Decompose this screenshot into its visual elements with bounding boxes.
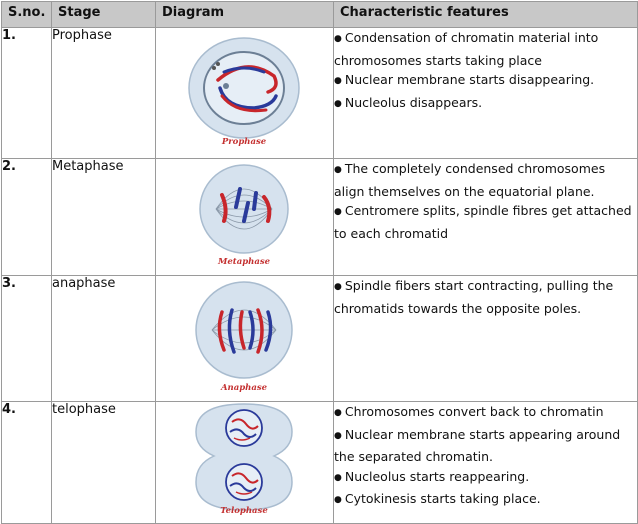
feature-item: ●Chromosomes convert back to chromatin <box>334 404 604 419</box>
table-row: 3. anaphase <box>1 275 638 402</box>
row-sno: 3. <box>1 275 52 402</box>
header-row: S.no. Stage Diagram Characteristic featu… <box>1 1 638 28</box>
anaphase-caption: Anaphase <box>220 383 268 393</box>
row-features: ●Condensation of chromatin material into… <box>333 27 638 159</box>
prophase-caption: Prophase <box>221 137 267 147</box>
row-features: ●Chromosomes convert back to chromatin ●… <box>333 401 638 524</box>
telophase-caption: Telophase <box>220 506 268 516</box>
feature-item: ●Nuclear membrane starts appearing aroun… <box>334 426 621 465</box>
header-diagram: Diagram <box>155 1 334 28</box>
feature-item: ●Centromere splits, spindle fibres get a… <box>334 203 632 241</box>
telophase-cell-diagram <box>195 403 293 511</box>
table-row: 4. telophase Telophase <box>1 401 638 524</box>
feature-item: ●Spindle fibers start contracting, pulli… <box>334 278 614 316</box>
table-row: 2. Metaphase <box>1 158 638 276</box>
row-stage: Prophase <box>51 27 156 159</box>
anaphase-cell-diagram <box>195 281 293 379</box>
row-features: ●Spindle fibers start contracting, pulli… <box>333 275 638 402</box>
anaphase-diagram-cell: Anaphase <box>155 275 334 402</box>
metaphase-cell-diagram <box>199 164 289 254</box>
telophase-diagram-cell: Telophase <box>155 401 334 524</box>
prophase-diagram-cell: Prophase <box>155 27 334 159</box>
feature-item: ●The completely condensed chromosomes al… <box>334 161 606 199</box>
metaphase-caption: Metaphase <box>217 257 271 267</box>
feature-item: ●Nuclear membrane starts disappearing. <box>334 72 595 87</box>
header-stage: Stage <box>51 1 156 28</box>
row-sno: 1. <box>1 27 52 159</box>
feature-item: ●Nucleolus disappears. <box>334 94 483 110</box>
row-sno: 2. <box>1 158 52 276</box>
row-stage: Metaphase <box>51 158 156 276</box>
prophase-cell-diagram <box>188 37 300 139</box>
header-features: Characteristic features <box>333 1 638 28</box>
feature-item: ●Condensation of chromatin material into… <box>334 30 599 68</box>
row-features: ●The completely condensed chromosomes al… <box>333 158 638 276</box>
feature-item: ●Cytokinesis starts taking place. <box>334 491 541 506</box>
header-sno: S.no. <box>1 1 52 28</box>
feature-item: ●Nucleolus starts reappearing. <box>334 468 530 484</box>
metaphase-diagram-cell: Metaphase <box>155 158 334 276</box>
table-row: 1. Prophase Prophase <box>1 27 638 159</box>
row-sno: 4. <box>1 401 52 524</box>
row-stage: telophase <box>51 401 156 524</box>
row-stage: anaphase <box>51 275 156 402</box>
